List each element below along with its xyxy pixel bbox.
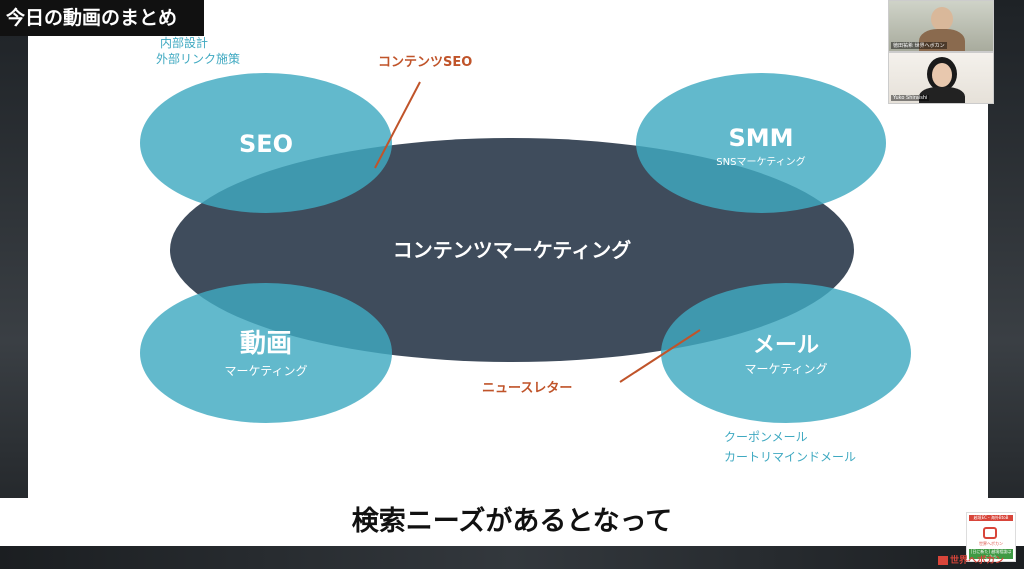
person-2-face: [932, 63, 952, 87]
callout-bottom-line: [619, 329, 701, 383]
chat-icon: [983, 527, 997, 539]
smm-label: SMM: [728, 124, 793, 152]
smm-sub: SNSマーケティング: [716, 155, 805, 168]
video-label: 動画: [240, 329, 292, 359]
person-2-name: Yuko Shiraishi: [891, 95, 930, 101]
person-2-body: [919, 87, 965, 103]
consult-banner-mid-text: 世界へボカン: [979, 541, 1003, 546]
consult-banner-bottom-text: [日に新た] 越境相談はこちら: [970, 549, 1012, 559]
mail-sub: マーケティング: [744, 362, 827, 376]
bottom-strip: [0, 546, 1024, 569]
smm-ellipse: [636, 73, 886, 213]
seo-label: SEO: [239, 130, 293, 158]
callout-top-line: [374, 81, 421, 169]
consult-banner-top-text: 越境EC・海外BtoB: [973, 515, 1009, 520]
video-title: 今日の動画のまとめ: [0, 0, 204, 36]
person-1-name: 徳田祐希 世界へボカン: [891, 42, 947, 49]
consult-banner-top: 越境EC・海外BtoB: [969, 515, 1013, 521]
callout-bottom-label: ニュースレター: [482, 381, 572, 396]
brand-logo: 世界へボカン: [938, 555, 1018, 568]
seo-note-2: 外部リンク施策: [156, 51, 240, 66]
caption-bar: [0, 498, 1024, 546]
consult-banner-bottom: [日に新た] 越境相談はこちら: [969, 549, 1013, 559]
person-1-head: [931, 7, 953, 31]
webcam-person-2: Yuko Shiraishi: [888, 52, 994, 104]
consult-banner[interactable]: 越境EC・海外BtoB 世界へボカン [日に新た] 越境相談はこちら: [966, 512, 1016, 562]
subtitle-caption: 検索ニーズがあるとなって: [351, 506, 673, 537]
mail-ellipse: [661, 283, 911, 423]
video-sub: マーケティング: [224, 364, 307, 378]
brand-text: 世界へボカン: [950, 556, 1005, 566]
mail-note-2: カートリマインドメール: [724, 450, 856, 464]
person-1-body: [919, 29, 965, 51]
callout-top-label: コンテンツSEO: [378, 55, 472, 70]
mail-note-1: クーポンメール: [724, 430, 808, 444]
video-ellipse: [140, 283, 392, 423]
center-label: コンテンツマーケティング: [393, 238, 631, 262]
mail-label: メール: [753, 333, 819, 358]
brand-icon: [938, 556, 948, 565]
seo-note-1: 内部設計: [160, 35, 208, 50]
seo-ellipse: [140, 73, 392, 213]
webcam-person-1: 徳田祐希 世界へボカン: [888, 0, 994, 52]
